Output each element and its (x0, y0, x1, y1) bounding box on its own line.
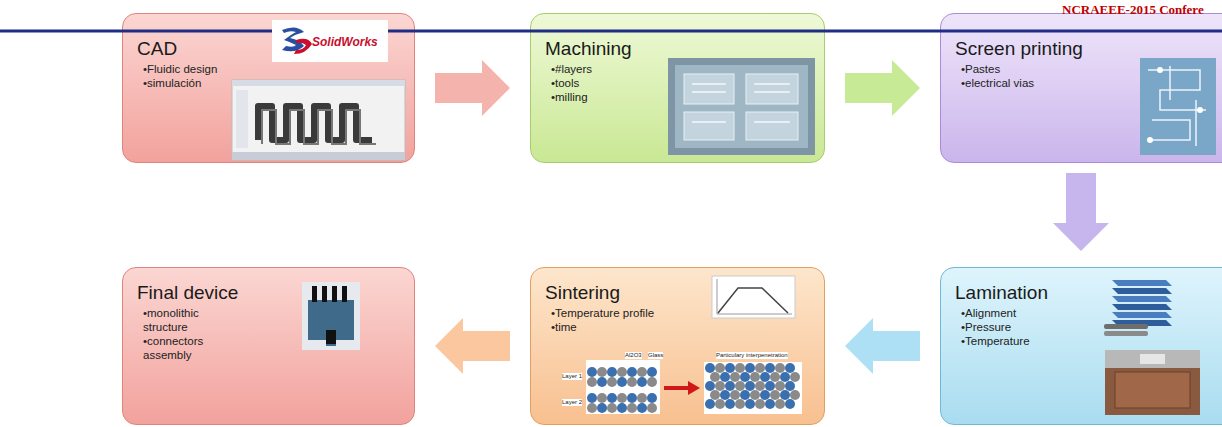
box-title: Screen printing (955, 38, 1222, 60)
material-label: Al2O3 (625, 352, 642, 359)
bullet-item: •connectors assembly (143, 334, 228, 362)
bullet-item: •Alignment (961, 306, 1111, 320)
layer-label: Layer 1 (562, 373, 582, 380)
box-title: Lamination (955, 282, 1222, 304)
flow-arrow (1053, 173, 1109, 251)
process-box: Machining •#layers•tools•milling (530, 13, 825, 163)
arrow-shape (1053, 173, 1109, 251)
arrow-shape (435, 60, 510, 116)
arrow-shape (845, 60, 920, 116)
process-box: Final device•monolithic structure•connec… (122, 267, 415, 425)
bullet-item: •monolithic structure (143, 306, 228, 334)
bullet-item: •Pastes (961, 62, 1141, 76)
flow-arrow (435, 60, 510, 116)
flow-arrow (845, 60, 920, 116)
bullet-item: •simulación (143, 76, 243, 90)
logo-text: SolidWorks (312, 35, 378, 49)
bullet-item: •time (551, 320, 721, 334)
process-box: Screen printing •Pastes•electrical vias (940, 13, 1222, 163)
process-note: Particulary interpenetration (716, 352, 788, 359)
flow-arrow (435, 318, 510, 374)
flow-arrow (845, 318, 920, 374)
bullet-item: •Temperature profile (551, 306, 721, 320)
bullet-item: •tools (551, 76, 661, 90)
process-box: Lamination •Alignment•Pressure•Temperatur… (940, 267, 1222, 425)
bullet-item: •Temperature (961, 334, 1111, 348)
arrow-shape (435, 318, 510, 374)
box-title: Machining (545, 38, 824, 60)
bullet-item: •#layers (551, 62, 661, 76)
conference-header: NCRAEEE-2015 Confere (1062, 2, 1204, 18)
bullet-item: •milling (551, 90, 661, 104)
arrow-shape (845, 318, 920, 374)
box-title: Sintering (545, 282, 824, 304)
material-label: Glass (648, 352, 663, 359)
bullet-item: •electrical vias (961, 76, 1141, 90)
bullet-item: •Pressure (961, 320, 1111, 334)
bullet-item: •Fluidic design (143, 62, 243, 76)
box-title: Final device (137, 282, 414, 304)
layer-label: Layer 2 (562, 399, 582, 406)
